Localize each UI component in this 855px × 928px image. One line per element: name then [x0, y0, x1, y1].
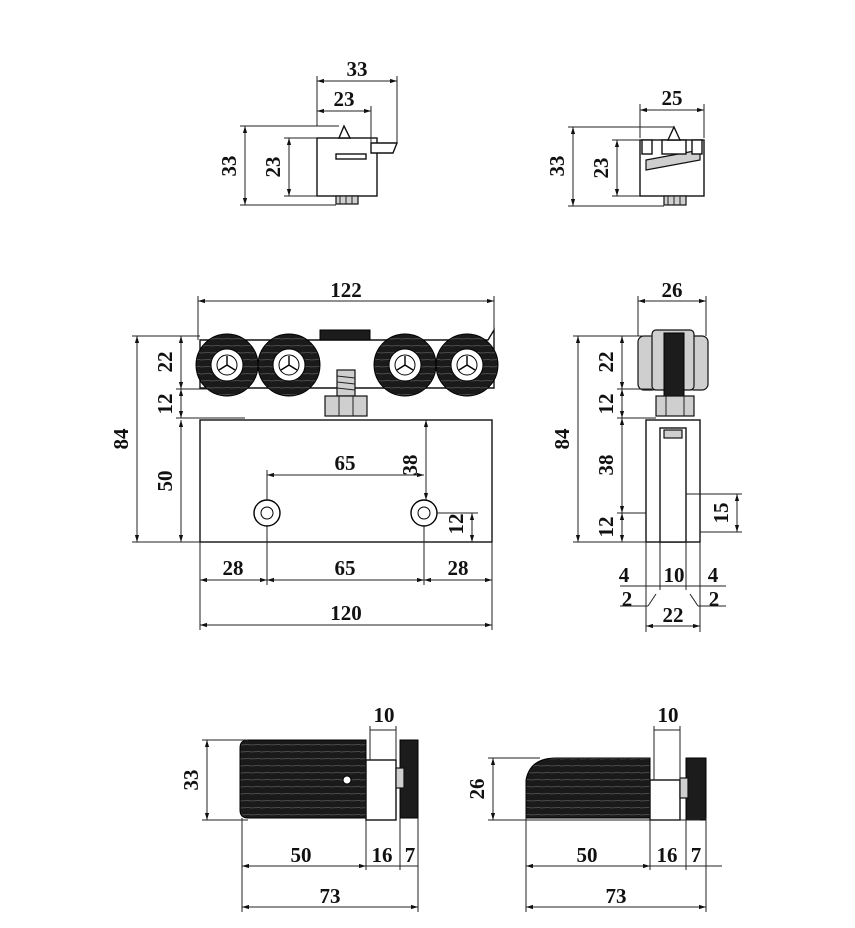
dim-bottom-left-part-b: 16 [372, 843, 393, 867]
bottom-right-part [525, 757, 707, 821]
bottom-right-view: 26 10 50 16 7 73 [465, 703, 722, 912]
top-right-part [639, 125, 705, 206]
side-dimensions: 26 84 22 12 38 12 15 4 [550, 278, 742, 632]
dim-top-left-width-inner: 23 [334, 87, 355, 111]
front-carrier [195, 327, 499, 543]
dim-bottom-right-height: 26 [465, 779, 489, 800]
dim-top-left-height-outer: 33 [217, 156, 241, 177]
dim-bottom-right-body: 50 [577, 843, 598, 867]
dim-side-overall-height: 84 [550, 428, 574, 450]
top-left-dimensions: 33 23 33 23 [217, 57, 398, 206]
dim-bottom-left-total: 73 [320, 884, 341, 908]
top-right-dimensions: 25 33 23 [545, 86, 705, 207]
dim-top-left-height-inner: 23 [261, 157, 285, 178]
dim-side-stem-height: 12 [594, 394, 618, 415]
dim-bottom-left-height: 33 [179, 770, 203, 791]
dim-side-wheel-height: 22 [594, 352, 618, 373]
dim-bottom-left-gap: 10 [374, 703, 395, 727]
dim-front-wheel-height: 22 [153, 352, 177, 373]
wheel [435, 333, 499, 397]
top-left-part [316, 124, 399, 205]
dim-front-hole-to-top: 38 [398, 455, 422, 476]
wheel [195, 333, 259, 397]
dim-front-stem-height: 12 [153, 394, 177, 415]
side-view: 26 84 22 12 38 12 15 4 [550, 278, 742, 632]
dim-front-overall-width: 122 [330, 278, 362, 302]
dim-front-plate-width: 120 [330, 601, 362, 625]
dim-bottom-left-body: 50 [291, 843, 312, 867]
dim-bottom-left-part-c: 7 [405, 843, 416, 867]
dim-front-hole-spacing-top: 65 [335, 451, 356, 475]
dim-bottom-right-total: 73 [606, 884, 627, 908]
dim-top-left-width-outer: 33 [347, 57, 368, 81]
dim-bottom-right-part-c: 7 [691, 843, 702, 867]
front-view: 122 84 22 12 50 65 38 [109, 278, 499, 630]
dim-front-hole-to-bottom: 12 [444, 514, 468, 535]
dim-top-right-height-inner: 23 [589, 158, 613, 179]
wheel [257, 333, 321, 397]
dim-bottom-right-gap: 10 [658, 703, 679, 727]
dim-side-bottom-width: 22 [663, 603, 684, 627]
dim-front-edge-left: 28 [223, 556, 244, 580]
bottom-left-part [239, 739, 419, 821]
side-carrier [637, 329, 709, 543]
dim-side-right-wall: 4 [708, 563, 719, 587]
dim-side-right-lip: 2 [709, 587, 720, 611]
dim-side-clamp-height: 15 [709, 503, 733, 524]
dim-top-right-width: 25 [662, 86, 683, 110]
wheel [373, 333, 437, 397]
dim-front-overall-height: 84 [109, 428, 133, 450]
top-left-view: 33 23 33 23 [217, 57, 399, 206]
dim-front-plate-height: 50 [153, 471, 177, 492]
dim-side-left-wall: 4 [619, 563, 630, 587]
bottom-left-dimensions: 33 10 50 16 7 73 [179, 703, 419, 912]
dim-top-right-height-outer: 33 [545, 156, 569, 177]
dim-side-slot-height: 38 [594, 455, 618, 476]
bottom-right-dimensions: 26 10 50 16 7 73 [465, 703, 722, 912]
dim-side-left-lip: 2 [622, 587, 633, 611]
bottom-left-view: 33 10 50 16 7 73 [179, 703, 419, 912]
dim-side-top-width: 26 [662, 278, 683, 302]
dim-front-edge-right: 28 [448, 556, 469, 580]
dim-bottom-right-part-b: 16 [657, 843, 678, 867]
front-dimensions: 122 84 22 12 50 65 38 [109, 278, 495, 630]
top-right-view: 25 33 23 [545, 86, 705, 207]
dim-side-bottom-height: 12 [594, 517, 618, 538]
dim-front-hole-spacing-bottom: 65 [335, 556, 356, 580]
dim-side-gap: 10 [664, 563, 685, 587]
